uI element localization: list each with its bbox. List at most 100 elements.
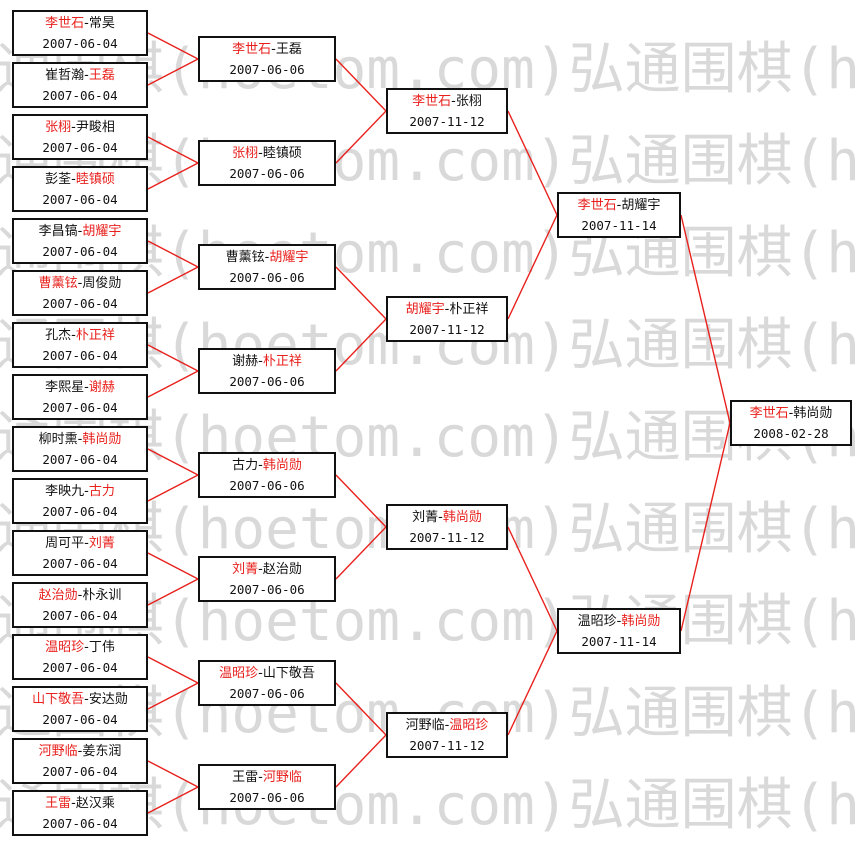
match-date: 2007-06-04	[42, 36, 118, 51]
match-box: 王雷-河野临 2007-06-06	[198, 764, 336, 810]
match-players: 王雷-河野临	[200, 768, 334, 788]
match-date: 2007-06-04	[42, 400, 118, 415]
match-players: 河野临-姜东润	[14, 742, 146, 762]
bracket-connector	[147, 344, 199, 372]
player-2-name: 韩尚勋	[82, 432, 122, 447]
player-1-name: 刘菁	[232, 562, 259, 577]
vs-separator: -	[788, 406, 794, 421]
player-1-name: 彭荃	[45, 172, 72, 187]
match-players: 曹薰铉-周俊勋	[14, 274, 146, 294]
bracket-connector	[147, 162, 199, 190]
match-players: 温昭珍-韩尚勋	[559, 612, 679, 632]
bracket-connector	[335, 58, 387, 112]
match-date: 2007-06-06	[229, 478, 305, 493]
player-2-name: 安达勋	[88, 692, 128, 707]
match-players: 山下敬吾-安达勋	[14, 690, 146, 710]
match-date: 2007-06-04	[42, 140, 118, 155]
match-date: 2007-06-06	[229, 62, 305, 77]
bracket-connector	[147, 474, 199, 502]
vs-separator: -	[84, 380, 89, 395]
player-1-name: 王雷	[232, 770, 259, 785]
bracket-connector	[147, 136, 199, 164]
match-players: 赵治勋-朴永训	[14, 586, 146, 606]
match-date: 2007-06-04	[42, 816, 118, 831]
match-date: 2007-06-04	[42, 452, 118, 467]
player-2-name: 胡耀宇	[621, 198, 661, 213]
player-2-name: 谢赫	[88, 380, 115, 395]
player-2-name: 刘菁	[88, 536, 115, 551]
player-2-name: 尹畯相	[75, 120, 115, 135]
match-date: 2007-11-12	[409, 322, 485, 337]
match-box: 孔杰-朴正祥 2007-06-04	[12, 322, 148, 368]
match-date: 2007-06-06	[229, 374, 305, 389]
player-1-name: 王雷	[45, 796, 72, 811]
player-2-name: 周俊勋	[82, 276, 122, 291]
match-box: 刘菁-赵治勋 2007-06-06	[198, 556, 336, 602]
match-date: 2008-02-28	[753, 426, 829, 441]
bracket-connector	[335, 734, 387, 788]
vs-separator: -	[77, 276, 83, 291]
match-players: 王雷-赵汉乘	[14, 794, 146, 814]
bracket-connector	[147, 656, 199, 684]
vs-separator: -	[84, 68, 89, 83]
player-2-name: 睦镇硕	[262, 146, 302, 161]
vs-separator: -	[77, 432, 83, 447]
vs-separator: -	[271, 42, 276, 57]
vs-separator: -	[71, 328, 76, 343]
match-date: 2007-06-06	[229, 582, 305, 597]
match-date: 2007-06-06	[229, 270, 305, 285]
bracket-connector	[147, 682, 199, 710]
bracket-connector	[147, 552, 199, 580]
player-2-name: 王磊	[275, 42, 302, 57]
match-box: 崔哲瀚-王磊 2007-06-04	[12, 62, 148, 108]
vs-separator: -	[71, 120, 76, 135]
vs-separator: -	[616, 198, 622, 213]
player-1-name: 崔哲瀚	[45, 68, 85, 83]
bracket-connector	[680, 214, 731, 424]
player-1-name: 李映九	[45, 484, 85, 499]
vs-separator: -	[438, 510, 443, 525]
vs-separator: -	[258, 458, 263, 473]
player-2-name: 山下敬吾	[262, 666, 315, 681]
match-date: 2007-11-12	[409, 738, 485, 753]
player-1-name: 古力	[232, 458, 259, 473]
player-2-name: 王磊	[88, 68, 115, 83]
vs-separator: -	[258, 562, 263, 577]
vs-separator: -	[71, 796, 76, 811]
match-date: 2007-06-04	[42, 348, 118, 363]
match-date: 2007-06-06	[229, 790, 305, 805]
player-1-name: 曹薰铉	[225, 250, 265, 265]
vs-separator: -	[84, 536, 89, 551]
player-2-name: 姜东润	[82, 744, 122, 759]
match-players: 刘菁-赵治勋	[200, 560, 334, 580]
match-players: 孔杰-朴正祥	[14, 326, 146, 346]
match-players: 李世石-张栩	[388, 92, 506, 112]
match-box: 李世石-王磊 2007-06-06	[198, 36, 336, 82]
match-players: 李世石-王磊	[200, 40, 334, 60]
vs-separator: -	[77, 744, 83, 759]
player-2-name: 胡耀宇	[269, 250, 309, 265]
player-1-name: 山下敬吾	[32, 692, 85, 707]
match-date: 2007-06-04	[42, 504, 118, 519]
bracket-connector	[147, 578, 199, 606]
vs-separator: -	[84, 692, 89, 707]
player-1-name: 李世石	[412, 94, 452, 109]
vs-separator: -	[77, 224, 83, 239]
player-1-name: 周可平	[45, 536, 85, 551]
match-date: 2007-06-04	[42, 88, 118, 103]
match-date: 2007-11-14	[581, 218, 657, 233]
vs-separator: -	[77, 588, 83, 603]
player-2-name: 韩尚勋	[621, 614, 661, 629]
